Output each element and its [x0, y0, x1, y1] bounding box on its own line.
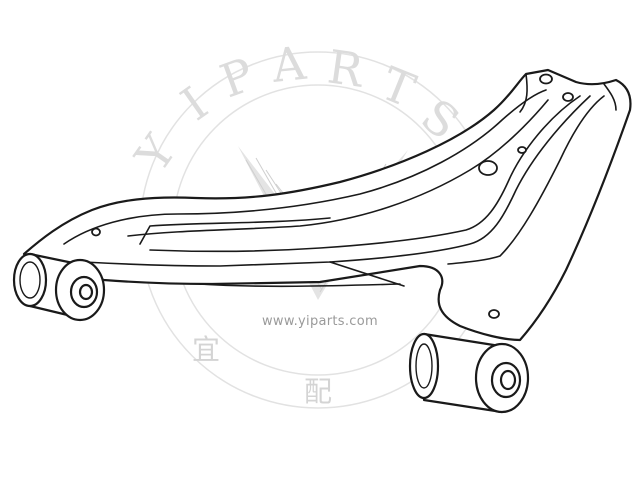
- svg-text:P: P: [213, 47, 261, 108]
- svg-text:Y: Y: [124, 125, 187, 182]
- control-arm-holes: [91, 73, 574, 319]
- control-arm-body: [22, 68, 632, 342]
- watermark-cjk-center: 配: [304, 375, 333, 408]
- watermark-url: www.yiparts.com: [262, 314, 378, 329]
- right-bushing: [408, 332, 530, 414]
- svg-text:R: R: [324, 39, 367, 97]
- watermark-cjk-left: 宜: [192, 333, 221, 366]
- svg-text:T: T: [374, 56, 423, 118]
- svg-text:A: A: [269, 36, 309, 93]
- svg-text:I: I: [171, 76, 217, 131]
- left-bushing: [12, 252, 106, 322]
- control-arm-ribs: [63, 73, 617, 288]
